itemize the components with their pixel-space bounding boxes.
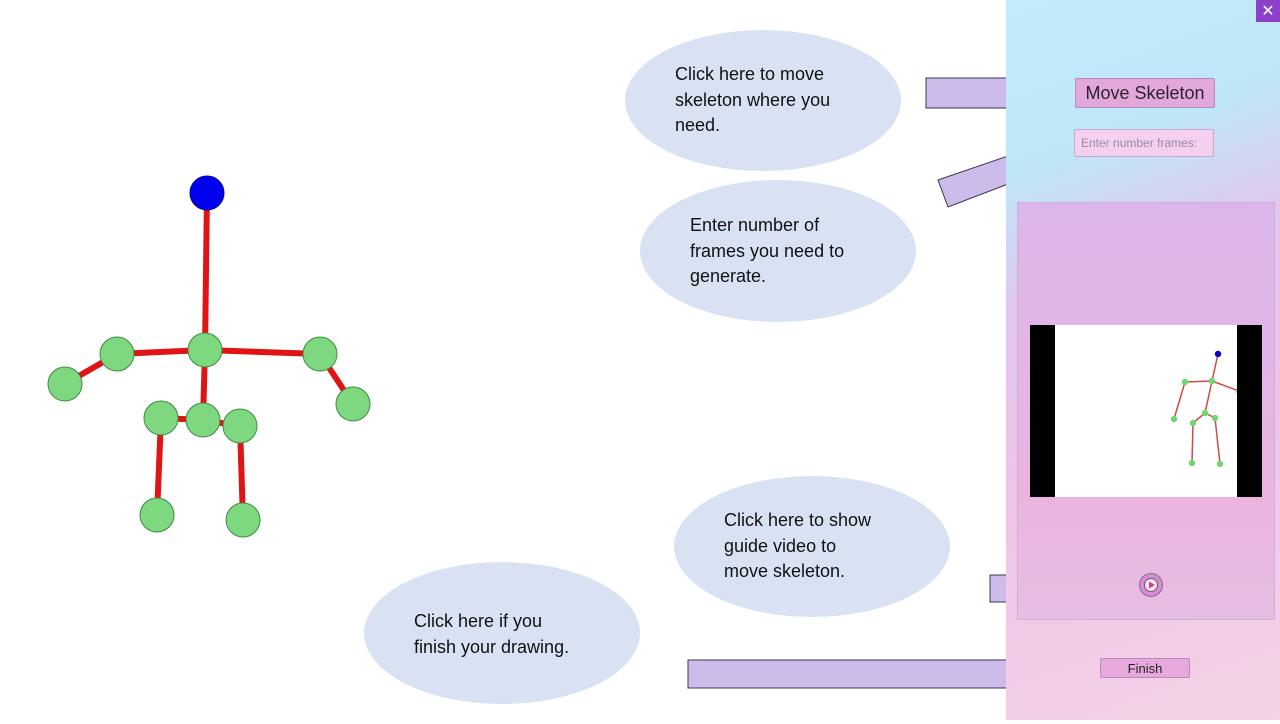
frames-input[interactable] xyxy=(1074,129,1214,157)
callout-move-skeleton xyxy=(625,30,901,171)
skeleton-joints xyxy=(47,332,371,538)
joint-pelvis[interactable] xyxy=(185,402,221,438)
callout-finish-text: Click here if you finish your drawing. xyxy=(414,611,570,657)
guide-video[interactable] xyxy=(1030,325,1262,497)
joint-left-hip[interactable] xyxy=(143,400,179,436)
skeleton-drawing[interactable] xyxy=(0,0,1006,720)
callout-guide-video xyxy=(674,476,950,617)
drawing-canvas[interactable] xyxy=(0,0,1006,720)
close-icon[interactable]: ✕ xyxy=(1256,0,1280,22)
joint-right-hand[interactable] xyxy=(335,386,371,422)
move-skeleton-button[interactable]: Move Skeleton xyxy=(1075,78,1215,108)
joint-left-hand[interactable] xyxy=(47,366,83,402)
callout-guide-video-text: Click here to show guide video to move s… xyxy=(724,510,872,581)
guide-video-frame xyxy=(1055,325,1246,497)
skeleton-head[interactable] xyxy=(189,175,225,211)
callout-enter-frames xyxy=(640,180,916,322)
bone-neck xyxy=(202,190,210,353)
callout-finish xyxy=(364,562,640,704)
play-circle-icon[interactable] xyxy=(1139,573,1163,597)
finish-button[interactable]: Finish xyxy=(1100,658,1190,678)
joint-left-shoulder[interactable] xyxy=(99,336,135,372)
joint-right-hip[interactable] xyxy=(222,408,258,444)
callout-enter-frames-text: Enter number of frames you need to gener… xyxy=(690,215,845,286)
callout-move-skeleton-text: Click here to move skeleton where you ne… xyxy=(675,64,831,135)
joint-right-shoulder[interactable] xyxy=(302,336,338,372)
bone-right-shoulder xyxy=(202,347,323,357)
guide-video-skeleton xyxy=(1170,350,1246,468)
joint-neck[interactable] xyxy=(187,332,223,368)
joint-left-foot[interactable] xyxy=(139,497,175,533)
play-icon xyxy=(1144,578,1158,592)
joint-right-foot[interactable] xyxy=(225,502,261,538)
